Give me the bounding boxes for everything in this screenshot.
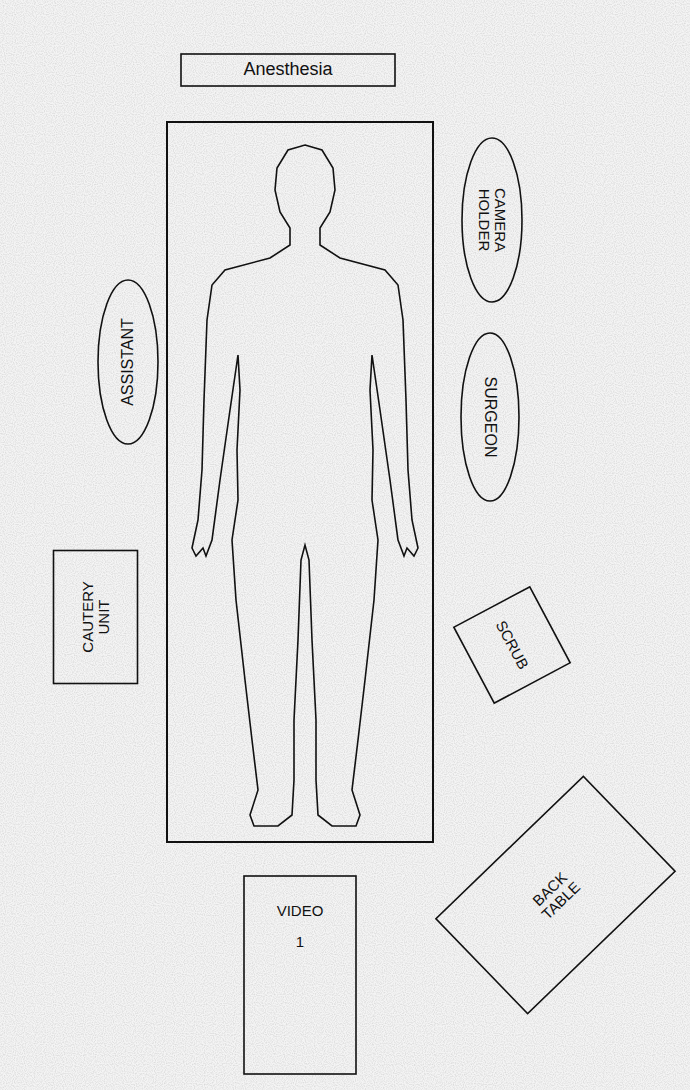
shape-border [435, 776, 674, 1013]
node-label: VIDEO [277, 903, 324, 920]
shape-border [461, 333, 519, 501]
node-label: SURGEON [481, 377, 499, 458]
staff-oval: ASSISTANT [97, 279, 159, 445]
operating-table [167, 122, 433, 842]
node-label: BACK TABLE [518, 859, 591, 931]
back-table: BACK TABLE [434, 775, 676, 1015]
shape-border [53, 551, 137, 684]
node-label: SCRUB [492, 618, 531, 672]
node-label: CAUTERY UNIT [79, 575, 112, 660]
shape-border [454, 587, 570, 703]
video-monitor: VIDEO 1 [243, 875, 357, 1075]
shape-border [462, 138, 522, 302]
staff-oval: SURGEON [460, 332, 520, 502]
shape-border [244, 876, 356, 1074]
callout-number: 1 [296, 934, 304, 951]
staff-oval: CAMERA HOLDER [461, 137, 523, 303]
shape-border [181, 54, 395, 86]
patient-silhouette [192, 145, 418, 826]
node-label: CAMERA HOLDER [476, 180, 509, 260]
shape-border [98, 280, 158, 444]
equipment-box: CAUTERY UNIT [52, 550, 138, 685]
node-label: ASSISTANT [119, 318, 137, 406]
node-label: Anesthesia [243, 60, 332, 80]
scrub-square: SCRUB [452, 585, 571, 704]
anesthesia-box: Anesthesia [180, 53, 396, 87]
